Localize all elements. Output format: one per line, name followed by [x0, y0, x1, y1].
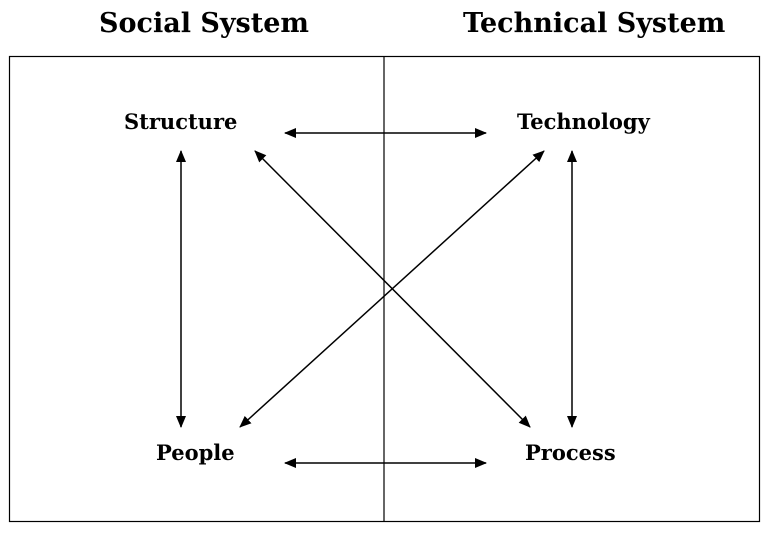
social-system-heading: Social System: [99, 8, 309, 39]
node-process: Process: [525, 440, 616, 465]
technical-system-heading: Technical System: [463, 8, 726, 39]
node-technology: Technology: [517, 109, 651, 134]
arrow-technology-people: [239, 150, 545, 428]
node-people: People: [156, 440, 235, 465]
node-structure: Structure: [124, 109, 237, 134]
